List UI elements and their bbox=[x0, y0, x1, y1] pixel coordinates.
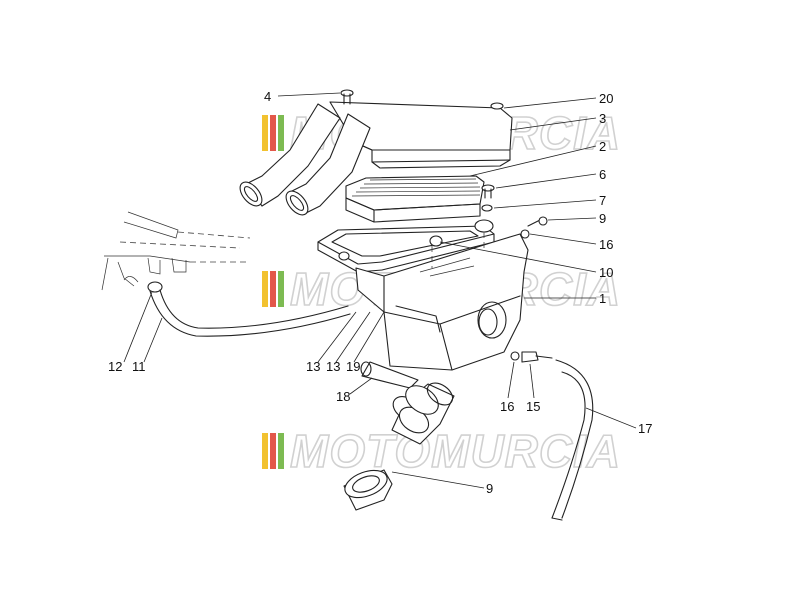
watermark-bottom: MOTOMURCIA bbox=[262, 424, 621, 478]
duct-sleeve bbox=[360, 361, 419, 389]
callout-18: 18 bbox=[336, 389, 350, 404]
callout-12: 11 bbox=[132, 359, 146, 374]
airbox-cover bbox=[239, 101, 513, 216]
callout-14: 13 bbox=[326, 359, 340, 374]
callout-11: 10 bbox=[599, 265, 613, 280]
breather-hose bbox=[147, 281, 351, 337]
callout-20: 20 bbox=[599, 91, 613, 106]
callout-13: 12 bbox=[108, 359, 122, 374]
callout-19: 19 bbox=[346, 359, 360, 374]
callout-2: 2 bbox=[599, 139, 606, 154]
callout-13: 13 bbox=[306, 359, 320, 374]
callout-16: 16 bbox=[500, 399, 514, 414]
cover-screw bbox=[340, 89, 354, 105]
filter-washer bbox=[481, 204, 493, 212]
callout-7: 7 bbox=[599, 193, 606, 208]
side-washer bbox=[520, 229, 530, 239]
side-bolt bbox=[527, 216, 548, 227]
callout-9: 9 bbox=[486, 481, 493, 496]
air-filter-element bbox=[345, 175, 485, 223]
callout-6: 6 bbox=[599, 167, 606, 182]
drain-hose bbox=[551, 359, 594, 521]
intake-bellows bbox=[343, 382, 455, 511]
callout-4: 4 bbox=[264, 89, 271, 104]
watermark-text: MOTOMURCIA bbox=[290, 425, 621, 477]
callout-15: 15 bbox=[526, 399, 540, 414]
leader-lines bbox=[123, 92, 637, 489]
callout-1: 1 bbox=[599, 291, 606, 306]
drain-fitting bbox=[510, 351, 553, 363]
filter-holder-frame bbox=[317, 219, 495, 273]
callout-16: 16 bbox=[599, 237, 613, 252]
callout-3: 3 bbox=[599, 111, 606, 126]
filter-screw bbox=[481, 184, 495, 199]
callout-10: 9 bbox=[599, 211, 606, 226]
frame-outline bbox=[101, 211, 251, 291]
callout-labels: 4 20 3 2 6 7 9 16 10 1 12 11 13 13 19 18… bbox=[108, 89, 652, 496]
cover-screw-rear bbox=[490, 102, 504, 110]
callout-17: 17 bbox=[638, 421, 652, 436]
